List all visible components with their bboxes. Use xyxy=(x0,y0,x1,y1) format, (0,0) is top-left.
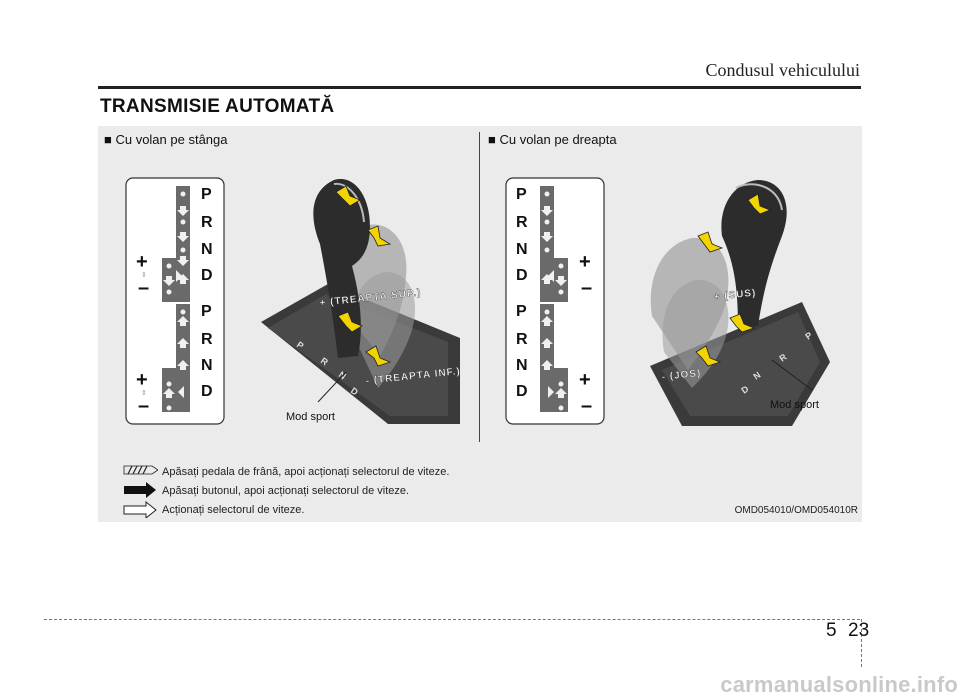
gear-label-p: P xyxy=(516,186,527,203)
gear-label-p: P xyxy=(201,186,212,203)
plus-sign: + xyxy=(136,251,148,273)
right-panel-title: ■ Cu volan pe dreapta xyxy=(488,132,617,147)
panel-divider xyxy=(479,132,480,442)
svg-text:R: R xyxy=(777,351,788,363)
watermark: carmanualsonline.info xyxy=(720,672,958,697)
solid-arrow-icon xyxy=(124,482,156,498)
gear-label-r: R xyxy=(201,331,213,348)
gear-label-p: P xyxy=(516,303,527,320)
left-drive-illustration: P R N D P R N D + – + – ⇕ ⇕ P R N D + xyxy=(125,177,461,425)
gear-label-n: N xyxy=(201,241,213,258)
footer-rule xyxy=(44,619,860,620)
plus-sign: + xyxy=(579,251,591,273)
downshift-label: - (JOS) xyxy=(661,368,702,383)
legend-button-and-shift: Apăsați butonul, apoi acționați selector… xyxy=(162,485,410,497)
svg-text:D: D xyxy=(739,383,750,395)
svg-text:⇕: ⇕ xyxy=(141,389,147,397)
minus-sign: – xyxy=(138,395,149,417)
svg-text:P: P xyxy=(295,339,306,351)
knob-arrow xyxy=(335,185,361,207)
footer-divider xyxy=(861,619,862,667)
gear-label-n: N xyxy=(516,357,528,374)
transmission-figure: ■ Cu volan pe stânga ■ Cu volan pe dreap… xyxy=(98,126,862,522)
ghost-shift-knob xyxy=(352,272,416,388)
gear-label-r: R xyxy=(516,214,528,231)
upshift-arrow xyxy=(697,231,724,253)
svg-text:N: N xyxy=(751,370,762,382)
knob-arrow xyxy=(747,193,772,215)
hatched-arrow-icon xyxy=(123,465,158,475)
downshift-arrow xyxy=(337,311,363,333)
sport-mode-label: Mod sport xyxy=(770,399,819,411)
outline-arrow-icon xyxy=(123,500,157,518)
section-title: Condusul vehiculului xyxy=(705,60,861,80)
plus-sign: + xyxy=(579,369,591,391)
right-drive-illustration: P R N D P R N D + – + – P R N D + (SUS) … xyxy=(505,177,830,426)
page-title: TRANSMISIE AUTOMATĂ xyxy=(100,96,335,117)
svg-text:R: R xyxy=(319,355,330,367)
downshift-arrow xyxy=(365,345,392,367)
legend-brake-and-shift: Apăsați pedala de frână, apoi acționați … xyxy=(162,466,450,478)
gear-label-n: N xyxy=(516,241,528,258)
gear-label-d: D xyxy=(516,383,528,400)
sport-mode-label: Mod sport xyxy=(286,411,335,423)
gear-label-d: D xyxy=(516,267,528,284)
gear-label-d: D xyxy=(201,267,213,284)
chapter-number: 5 xyxy=(826,620,837,641)
legend-shift-only: Acționați selectorul de viteze. xyxy=(162,504,305,516)
downshift-arrow xyxy=(695,345,722,367)
figure-code: OMD054010/OMD054010R xyxy=(734,505,858,516)
page-number: 23 xyxy=(848,620,870,641)
shift-knob xyxy=(721,180,787,328)
minus-sign: – xyxy=(581,277,592,299)
upshift-arrow xyxy=(729,313,756,333)
gear-label-p: P xyxy=(201,303,212,320)
minus-sign: – xyxy=(581,395,592,417)
header-rule xyxy=(98,86,861,89)
svg-text:⇕: ⇕ xyxy=(141,271,147,279)
gear-label-d: D xyxy=(201,383,213,400)
upshift-label: + (SUS) xyxy=(713,288,757,303)
svg-text:D: D xyxy=(349,385,360,397)
plus-sign: + xyxy=(136,369,148,391)
legend-icons xyxy=(123,465,158,518)
gear-label-r: R xyxy=(516,331,528,348)
gear-label-r: R xyxy=(201,214,213,231)
left-panel-title: ■ Cu volan pe stânga xyxy=(104,132,228,147)
minus-sign: – xyxy=(138,277,149,299)
gear-label-n: N xyxy=(201,357,213,374)
shift-knob xyxy=(313,179,370,358)
upshift-arrow xyxy=(367,225,392,247)
svg-text:P: P xyxy=(803,330,814,342)
